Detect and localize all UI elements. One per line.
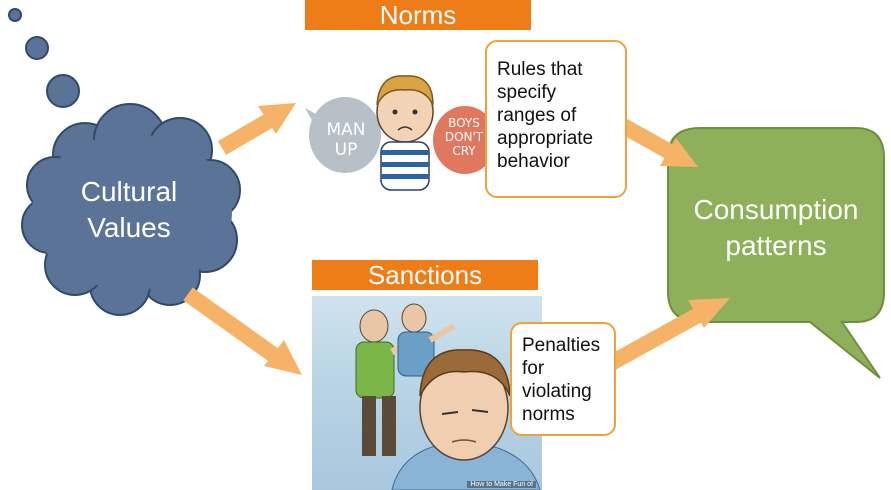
boys-dont-cry-text: BOYS DON'T CRY: [444, 116, 484, 158]
arrow-cloud-to-sanctions: [183, 287, 302, 375]
sanctions-title: Sanctions: [312, 260, 538, 290]
cultural-values-label: Cultural Values: [80, 176, 178, 243]
sanctions-illustration: How to Make Fun of: [312, 296, 542, 490]
thought-dot-medium: [25, 36, 49, 60]
man-up-text: MAN UP: [326, 120, 366, 160]
man-up-bubble: [305, 97, 381, 173]
norms-illustration: [305, 75, 495, 191]
consumption-patterns-label: Consumption patterns: [693, 194, 859, 261]
boys-dont-cry-bubble: [433, 106, 495, 174]
sad-boy-figure: [376, 75, 434, 191]
photo-watermark: How to Make Fun of: [467, 481, 536, 488]
embarrassed-figure: [391, 349, 541, 490]
pointing-figure-blue: [397, 303, 456, 377]
sanctions-callout: Penalties for violating norms: [510, 322, 616, 436]
pointing-figure-green: [355, 309, 424, 456]
thought-dot-large: [46, 74, 80, 108]
sanctions-scene: [355, 303, 541, 490]
thought-dot-small: [8, 8, 22, 22]
norms-callout: Rules that specify ranges of appropriate…: [485, 40, 627, 198]
arrow-cloud-to-norms: [217, 103, 296, 155]
norms-title: Norms: [305, 0, 531, 30]
